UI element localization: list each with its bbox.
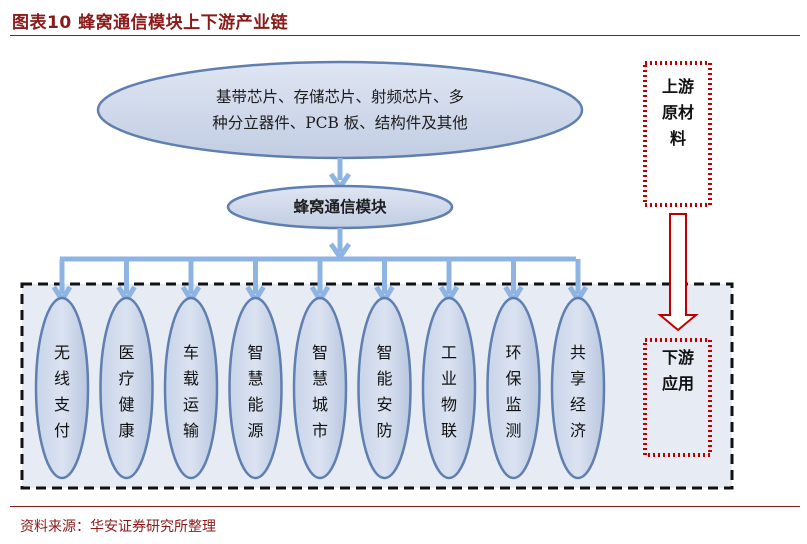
application-oval-3: [163, 296, 219, 480]
application-oval-4: [228, 296, 283, 480]
upstream-materials-text: 基带芯片、存储芯片、射频芯片、多 种分立器件、PCB 板、结构件及其他: [150, 84, 530, 136]
upstream-side-text: 上游原材料: [661, 77, 695, 148]
upstream-side-label: 上游原材料: [660, 74, 696, 152]
downstream-side-label: 下游应用: [660, 345, 696, 397]
application-oval-5: [292, 296, 348, 480]
application-label: 智慧城市: [311, 343, 328, 440]
application-oval-6: [357, 296, 412, 480]
application-label: 车载运输: [182, 343, 199, 440]
application-oval-9: [550, 296, 606, 480]
upstream-to-downstream-arrow: [657, 213, 699, 332]
application-oval-7: [421, 296, 477, 480]
application-label: 环保监测: [505, 343, 522, 440]
downstream-side-text: 下游应用: [661, 348, 695, 393]
upstream-label-box: [643, 61, 712, 207]
module-label: 蜂窝通信模块: [293, 197, 387, 216]
application-ovals: [34, 296, 606, 480]
application-label: 医疗健康: [118, 343, 135, 440]
application-label: 共享经济: [569, 343, 586, 440]
title-divider: [10, 35, 800, 36]
figure-title: 图表10 蜂窝通信模块上下游产业链: [12, 13, 289, 33]
application-oval-8: [486, 296, 541, 480]
application-oval-1: [34, 296, 90, 480]
application-label: 无线支付: [53, 343, 70, 440]
upstream-line-1: 基带芯片、存储芯片、射频芯片、多: [215, 88, 464, 106]
upstream-line-2: 种分立器件、PCB 板、结构件及其他: [212, 114, 468, 132]
application-label: 智慧能源: [247, 343, 264, 440]
application-label: 智能安防: [376, 343, 393, 440]
application-oval-2: [99, 296, 154, 480]
application-label: 工业物联: [440, 343, 457, 440]
footer-divider: [10, 506, 800, 507]
source-note: 资料来源：华安证券研究所整理: [20, 519, 216, 535]
